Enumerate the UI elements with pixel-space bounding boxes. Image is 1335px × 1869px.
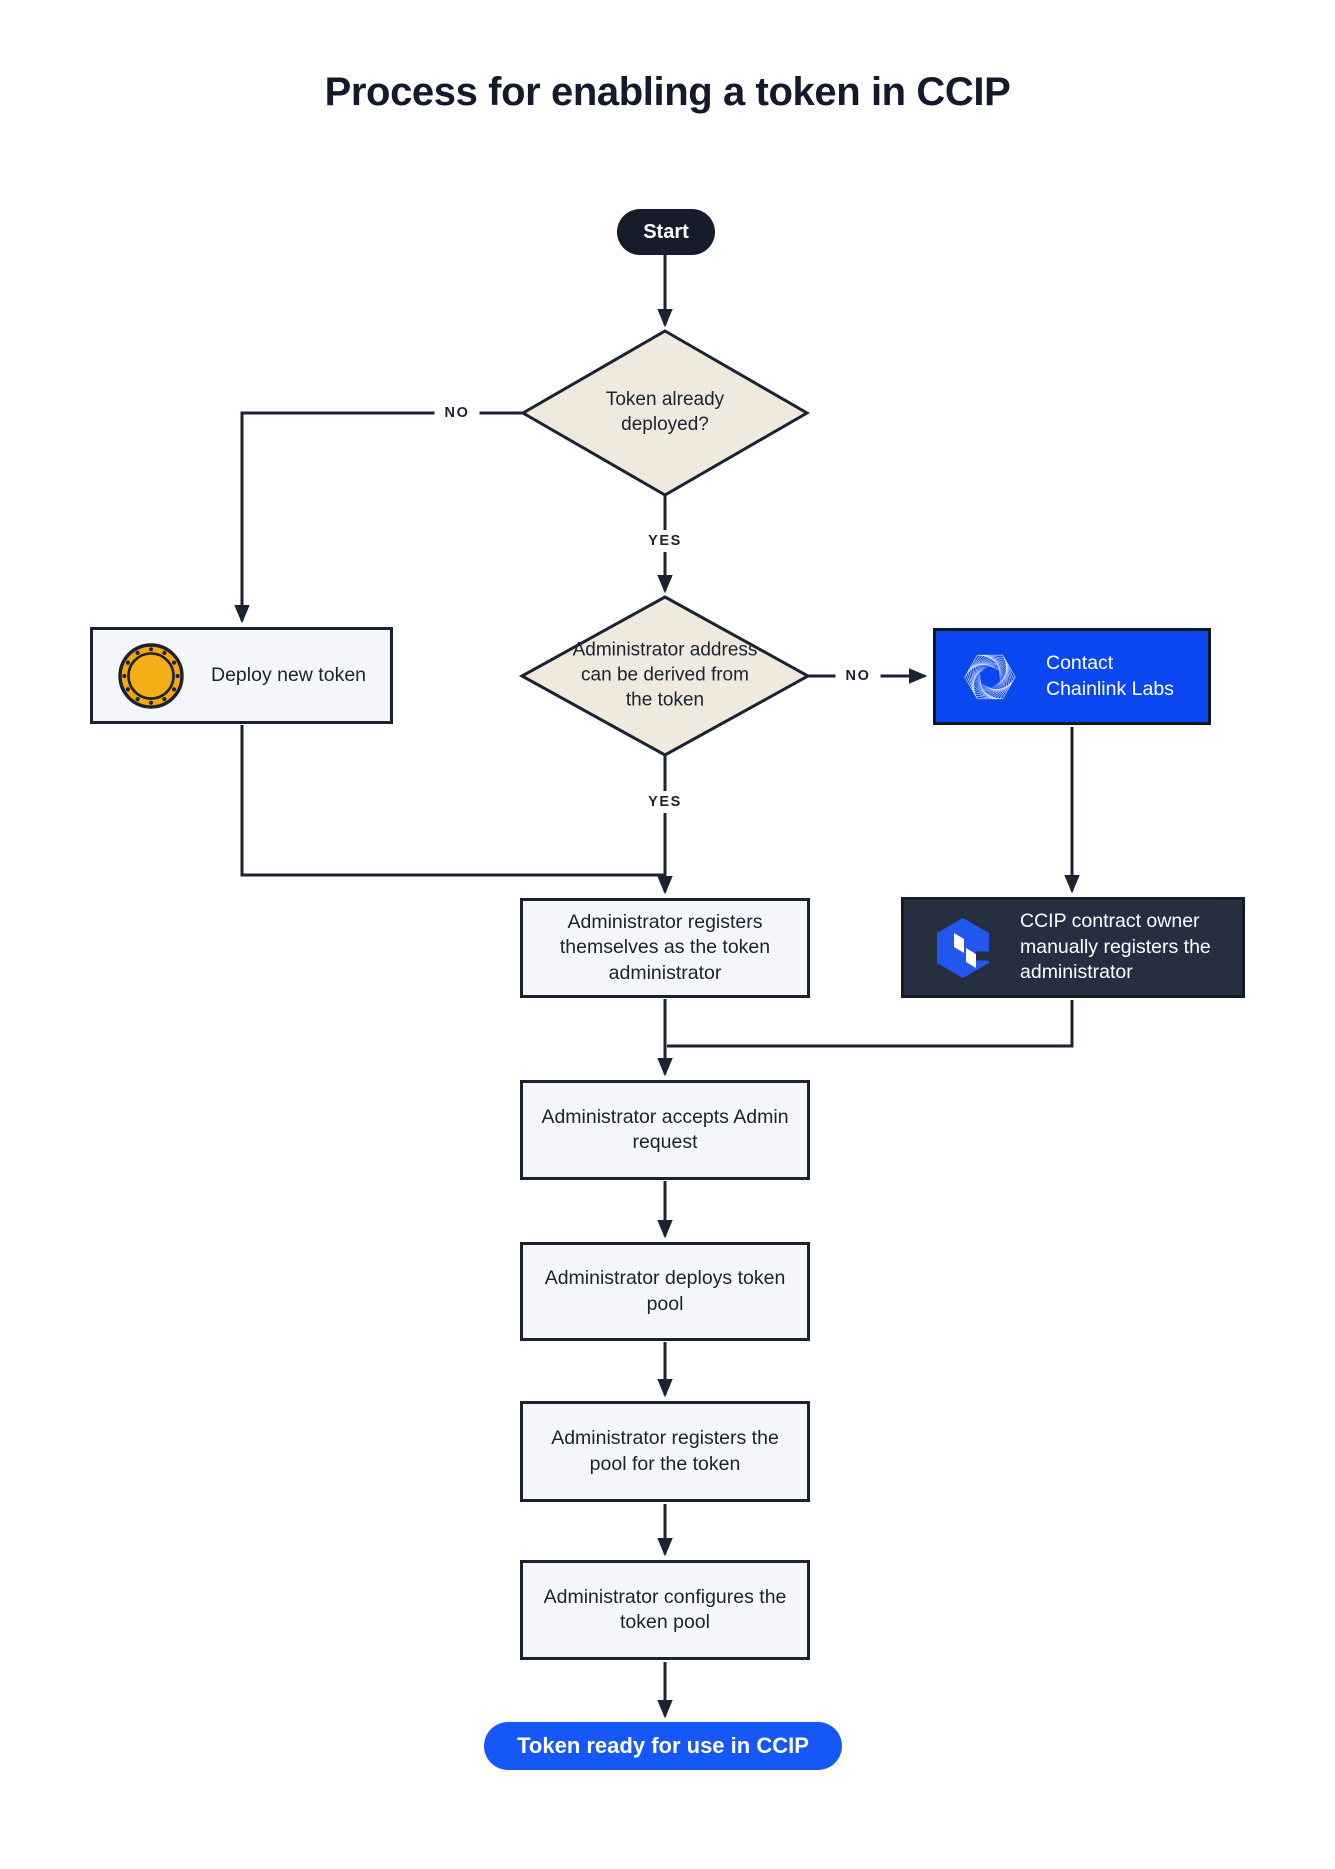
branch-label-yes-derive-admin: YES bbox=[638, 791, 692, 813]
manual-register-label: CCIP contract owner manually registers t… bbox=[1020, 910, 1211, 984]
ccip-logo-icon bbox=[937, 917, 996, 978]
edge-manual-register-to-merge bbox=[667, 1000, 1074, 1048]
chainlink-labs-logo-icon bbox=[964, 654, 1016, 699]
decision-token-deployed-shape bbox=[520, 329, 810, 497]
deploy-pool-label: Administrator deploys token pool bbox=[544, 1267, 786, 1315]
token-ready-node: Token ready for use in CCIP bbox=[484, 1722, 842, 1770]
edge-token-deployed-no-to-deploy-token bbox=[234, 411, 523, 624]
deploy-token-label: Deploy new token bbox=[211, 663, 367, 686]
deploy-pool-node: Administrator deploys token pool bbox=[520, 1242, 810, 1341]
decision-derive-admin-shape bbox=[518, 595, 812, 757]
branch-label-no-token-deployed: NO bbox=[434, 402, 480, 424]
branch-label-yes-token-deployed: YES bbox=[638, 530, 692, 552]
accept-request-node: Administrator accepts Admin request bbox=[520, 1080, 810, 1180]
register-pool-label: Administrator registers the pool for the… bbox=[551, 1427, 779, 1475]
page-title: Process for enabling a token in CCIP bbox=[324, 70, 1011, 114]
edge-deploy-token-to-merge bbox=[240, 725, 665, 877]
branch-label-no-derive-admin: NO bbox=[835, 665, 881, 687]
register-pool-node: Administrator registers the pool for the… bbox=[520, 1401, 810, 1502]
configure-pool-label: Administrator configures the token pool bbox=[543, 1585, 787, 1633]
deploy-token-node: Deploy new token bbox=[90, 627, 393, 724]
configure-pool-node: Administrator configures the token pool bbox=[520, 1560, 810, 1660]
contact-labs-node: Contact Chainlink Labs bbox=[933, 628, 1211, 725]
manual-register-node: CCIP contract owner manually registers t… bbox=[901, 897, 1245, 998]
token-ready-label: Token ready for use in CCIP bbox=[517, 1732, 809, 1758]
accept-request-label: Administrator accepts Admin request bbox=[541, 1105, 789, 1153]
start-node: Start bbox=[617, 209, 715, 255]
decision-derive-admin-label: Administrator address can be derived fro… bbox=[572, 639, 758, 711]
register-self-node: Administrator registers themselves as th… bbox=[520, 898, 810, 998]
register-self-label: Administrator registers themselves as th… bbox=[559, 910, 771, 984]
coin-icon bbox=[118, 642, 184, 709]
start-label: Start bbox=[643, 221, 689, 243]
decision-token-deployed-label: Token already deployed? bbox=[605, 388, 725, 435]
contact-labs-label: Contact Chainlink Labs bbox=[1046, 652, 1174, 700]
